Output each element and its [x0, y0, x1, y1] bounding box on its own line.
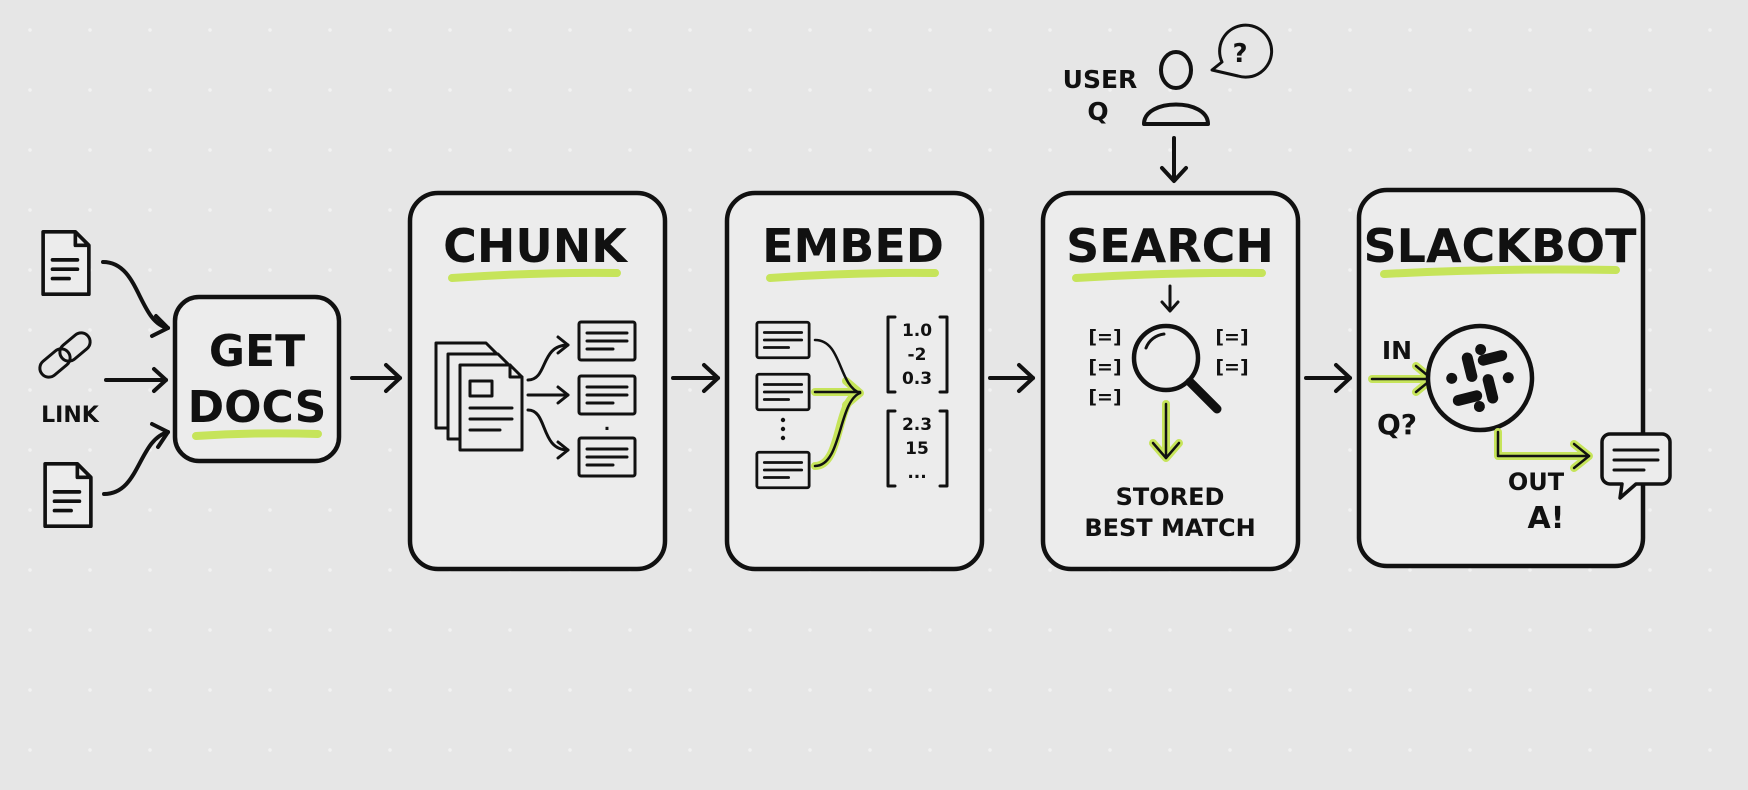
- search-box: SEARCH [=] [=] [=] [=] [=] STORED BEST M…: [1040, 190, 1301, 572]
- flow-arrow: [671, 363, 720, 393]
- slack-logo-icon: [1425, 323, 1535, 433]
- chunk-card: [577, 436, 637, 478]
- vertical-ellipsis-icon: [780, 417, 786, 441]
- embedding-vector-2: 2.3 15 ...: [886, 409, 949, 488]
- user-q-label: Q: [1087, 97, 1108, 126]
- question-mark: ?: [1232, 39, 1247, 69]
- in-label: IN: [1382, 336, 1412, 365]
- document-icon: [41, 229, 91, 297]
- stored-vector-token: [=]: [1088, 326, 1121, 348]
- document-icon: [43, 461, 93, 529]
- embed-card: [755, 450, 811, 490]
- user-icon: [1142, 50, 1210, 126]
- chunk-card: [577, 320, 637, 362]
- vector-value: -2: [908, 345, 927, 365]
- document-stack-icon: [434, 341, 524, 452]
- best-match-label: BEST MATCH: [1084, 514, 1255, 542]
- flow-arrow: [1304, 363, 1352, 393]
- vector-value: 1.0: [902, 321, 932, 341]
- flow-arrow: [988, 363, 1035, 393]
- vector-value: 2.3: [902, 415, 932, 435]
- link-label: LINK: [41, 403, 100, 428]
- stored-vector-token: [=]: [1215, 326, 1248, 348]
- get-docs-title-line1: GET: [209, 326, 305, 377]
- chunk-card: [577, 374, 637, 416]
- embed-title: EMBED: [762, 219, 944, 273]
- get-docs-title-line2: DOCS: [188, 382, 327, 433]
- stored-vector-token: [=]: [1088, 356, 1121, 378]
- chunk-ellipsis: .: [604, 415, 610, 435]
- vector-value: 0.3: [902, 369, 932, 389]
- flow-arrow: [350, 363, 402, 393]
- magnifier-icon: [1131, 323, 1222, 414]
- stored-vector-token: [=]: [1215, 356, 1248, 378]
- chunk-box: CHUNK .: [407, 190, 668, 572]
- question-label: Q?: [1377, 408, 1417, 441]
- out-label: OUT: [1508, 468, 1565, 496]
- slackbot-title: SLACKBOT: [1364, 219, 1638, 273]
- question-bubble-icon: ?: [1210, 23, 1274, 79]
- get-docs-box: GET DOCS: [172, 294, 342, 464]
- vector-value: 15: [905, 439, 929, 459]
- user-label: USER: [1063, 65, 1138, 94]
- answer-label: A!: [1528, 501, 1565, 536]
- input-arrows: [101, 260, 170, 496]
- stored-label: STORED: [1116, 483, 1225, 511]
- chunk-arrows: [526, 335, 570, 460]
- user-question: USER Q ?: [1063, 23, 1274, 183]
- embed-box: EMBED 1.0 -2 0.3 2.3 15: [724, 190, 985, 572]
- link-icon: [38, 331, 92, 379]
- vector-value: ...: [907, 463, 926, 483]
- chat-bubble-icon: [1600, 432, 1672, 500]
- out-arrow: [1494, 428, 1593, 472]
- best-match-arrow: [1149, 400, 1183, 462]
- slackbot-box: SLACKBOT IN Q?: [1356, 187, 1672, 569]
- stored-vector-token: [=]: [1088, 386, 1121, 408]
- embed-card: [755, 372, 811, 412]
- chunk-title: CHUNK: [443, 219, 629, 273]
- embedding-vector-1: 1.0 -2 0.3: [886, 315, 949, 394]
- embed-card: [755, 320, 811, 360]
- input-sources: LINK: [38, 229, 100, 529]
- search-title: SEARCH: [1066, 219, 1274, 273]
- embed-highlight-arrows: [811, 338, 864, 470]
